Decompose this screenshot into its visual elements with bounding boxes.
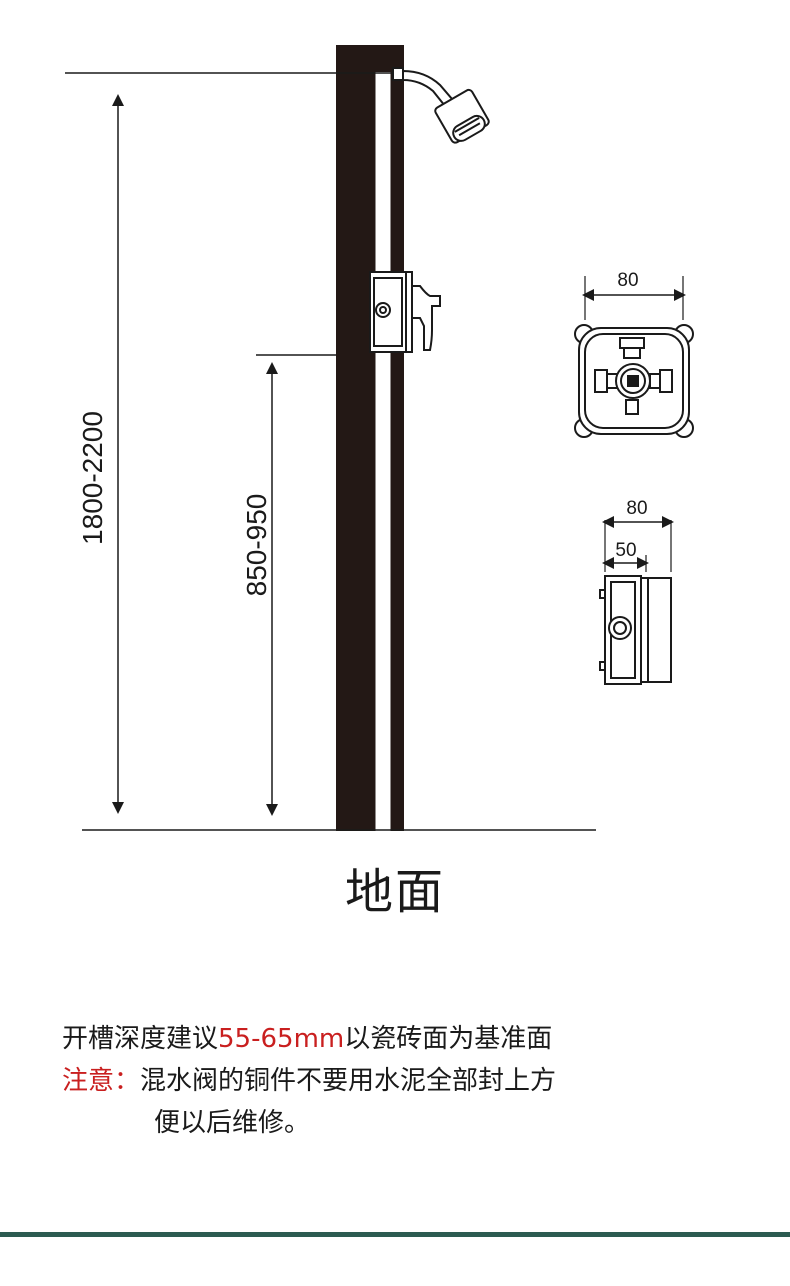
wall: [336, 45, 404, 831]
note-line-1-suffix: 以瓷砖面为基准面: [344, 1024, 553, 1054]
installation-note: 开槽深度建议55-65mm以瓷砖面为基准面 注意：混水阀的铜件不要用水泥全部封上…: [62, 1018, 762, 1144]
valve-side-depth-label: 50: [615, 540, 636, 561]
valve-side-view: 80 50: [599, 498, 674, 685]
valve-height-label: 850-950: [241, 494, 272, 597]
shower-head: [392, 67, 490, 144]
note-line-3: 便以后维修。: [62, 1102, 762, 1144]
ground-label: 地面: [344, 864, 445, 920]
valve-side-width-label: 80: [626, 498, 647, 519]
shower-height-label: 1800-2200: [77, 411, 108, 545]
note-line-2-text: 混水阀的铜件不要用水泥全部封上方: [140, 1066, 557, 1096]
wall-valve: [369, 271, 441, 353]
bottom-divider: [0, 1232, 790, 1237]
groove-depth-value: 55-65mm: [218, 1024, 345, 1054]
note-line-3-text: 便以后维修。: [154, 1108, 311, 1138]
valve-front-view: 80: [574, 270, 694, 438]
note-line-1: 开槽深度建议55-65mm以瓷砖面为基准面: [62, 1018, 762, 1060]
installation-diagram: 1800-2200 850-950 80: [65, 45, 694, 831]
notice-label: 注意：: [62, 1066, 141, 1096]
valve-front-width-label: 80: [617, 270, 638, 291]
note-line-1-prefix: 开槽深度建议: [62, 1024, 219, 1054]
note-line-2: 注意：混水阀的铜件不要用水泥全部封上方: [62, 1060, 762, 1102]
